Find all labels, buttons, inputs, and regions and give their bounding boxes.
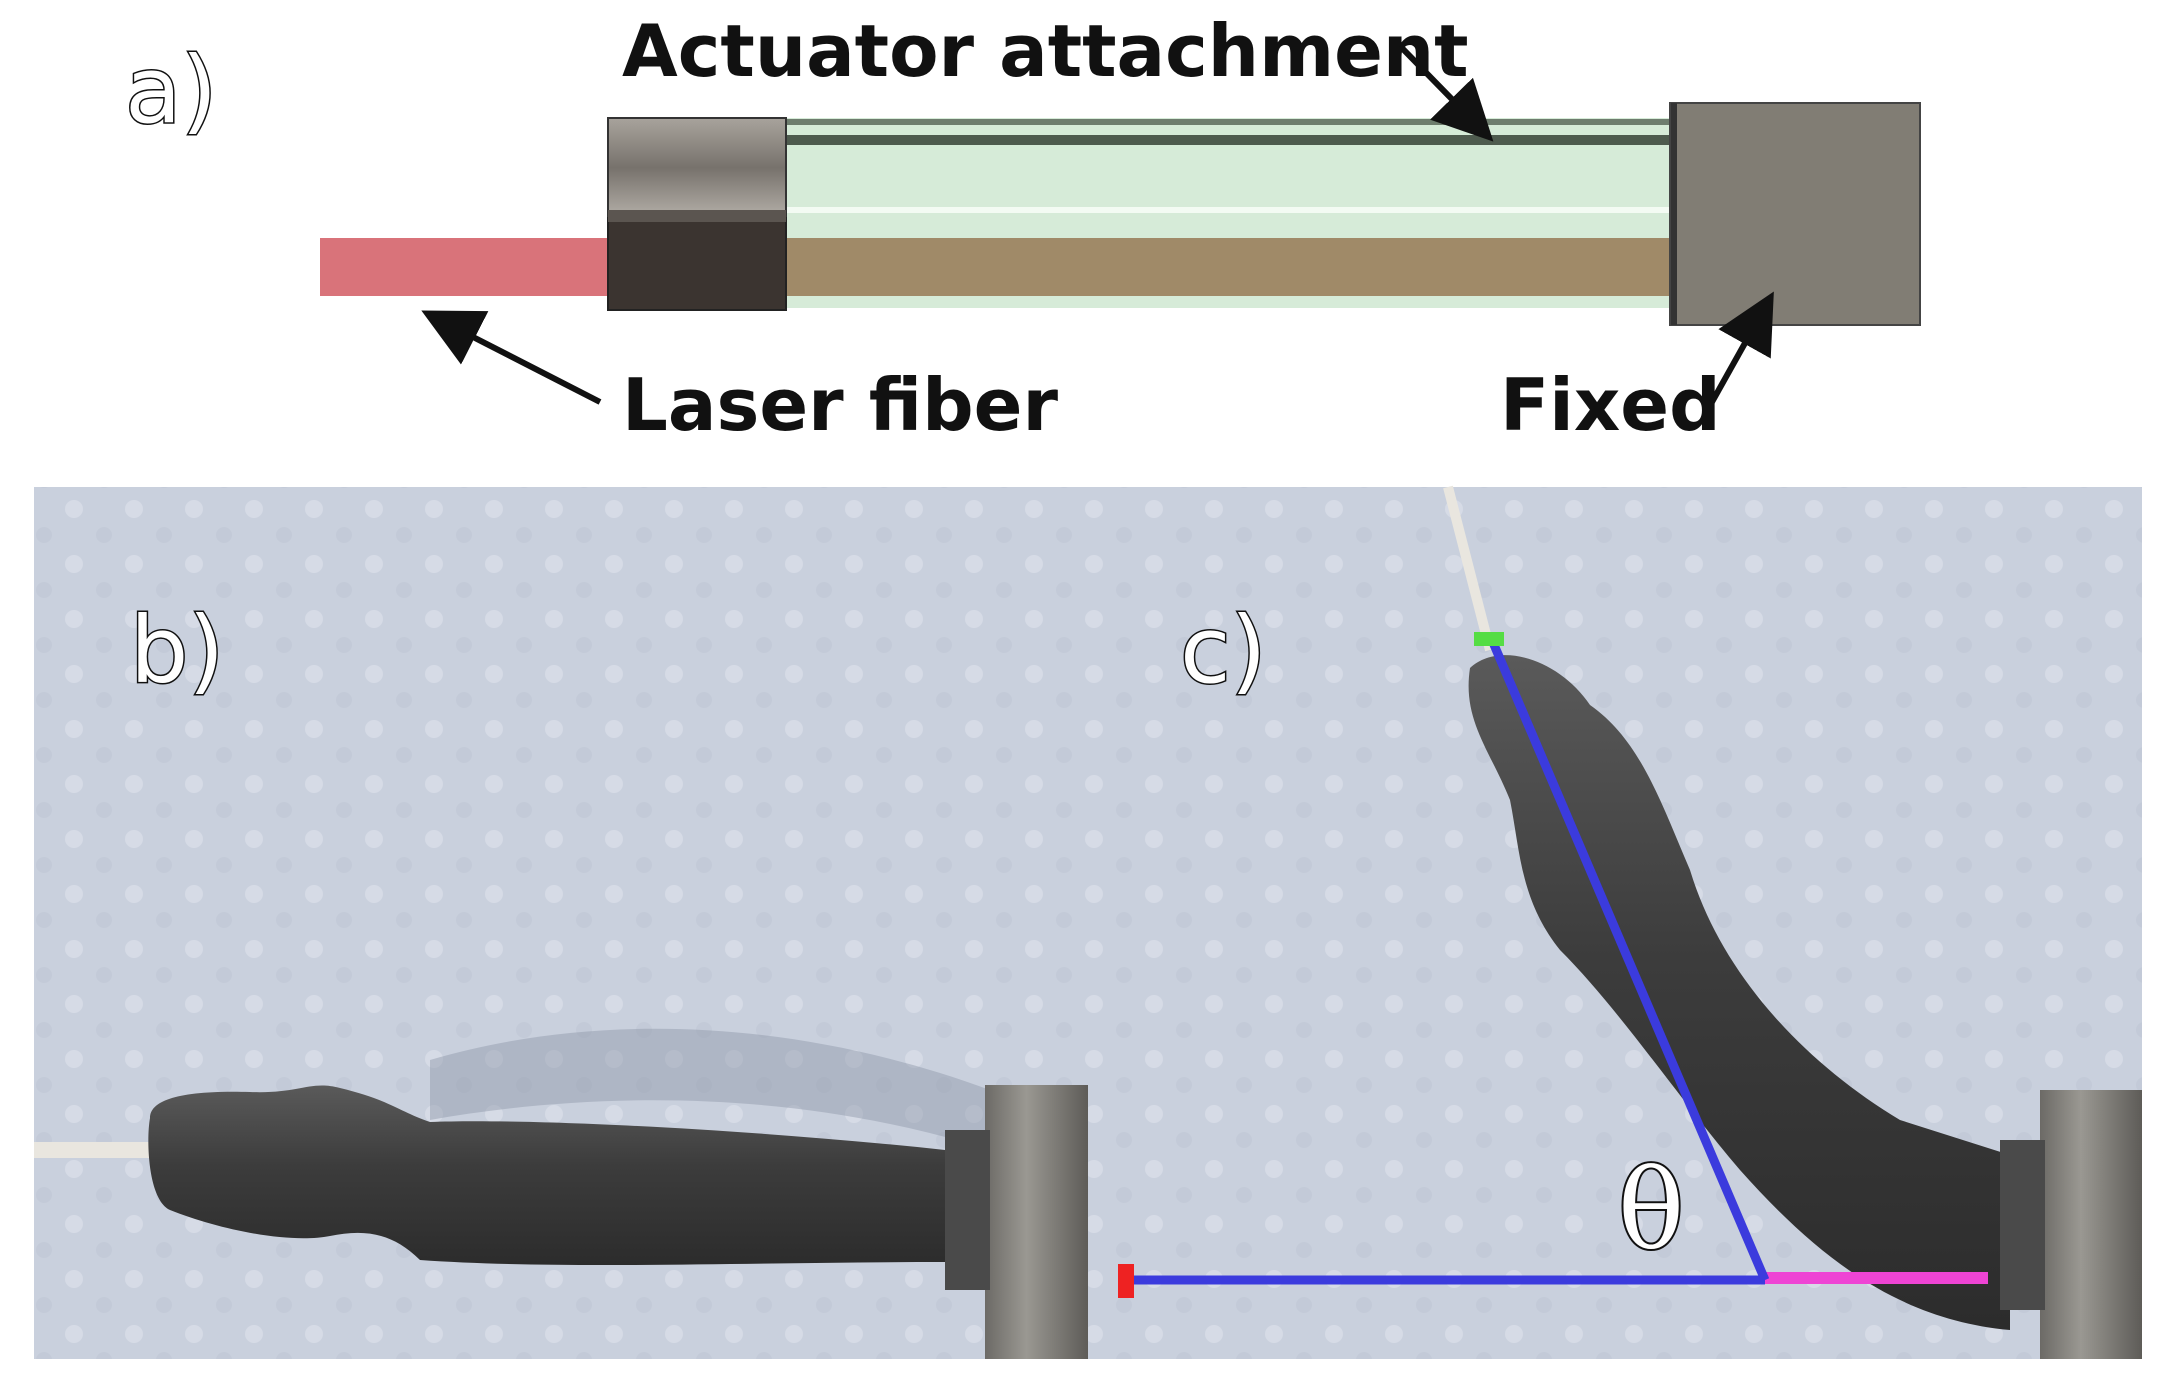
deflected-line-blue [1487,638,1770,1282]
connector-c-neck [2000,1140,2045,1310]
fiber-b [34,1142,154,1158]
tip-marker-green [1474,632,1504,646]
start-marker-red [1118,1264,1134,1298]
actuator-attachment-arrow [1397,43,1494,142]
lower-tube-shape [780,238,1670,296]
panel-b-label: b) [130,597,224,704]
catheter-c [1468,655,2010,1330]
connector-b-neck [945,1130,990,1290]
actuator-attachment-label: Actuator attachment [622,9,1469,93]
panel-a: a) Actuator attachment Laser fiber Fixed [124,9,1921,447]
fixed-arrow [1709,291,1774,404]
cap-bottom-shape [607,217,787,311]
laser-fiber-label: Laser fiber [622,363,1058,447]
catheter-b-shadow [430,1028,990,1150]
panel-a-label: a) [125,37,217,144]
laser-fiber-shape [320,238,610,296]
panel-c: θ c) [1088,485,2142,1359]
angle-theta-label: θ [1618,1146,1684,1274]
panel-c-label: c) [1180,597,1266,704]
cap-band [608,210,786,222]
connector-b [985,1085,1088,1359]
laser-fiber-arrow [421,310,602,405]
fixed-block-shape [1669,102,1921,326]
cap-top-shape [607,117,787,219]
fixed-label: Fixed [1500,363,1721,447]
connector-c [2040,1090,2142,1359]
panel-b: b) [34,487,1088,1359]
catheter-b [148,1085,945,1266]
fiber-c [1443,485,1495,652]
